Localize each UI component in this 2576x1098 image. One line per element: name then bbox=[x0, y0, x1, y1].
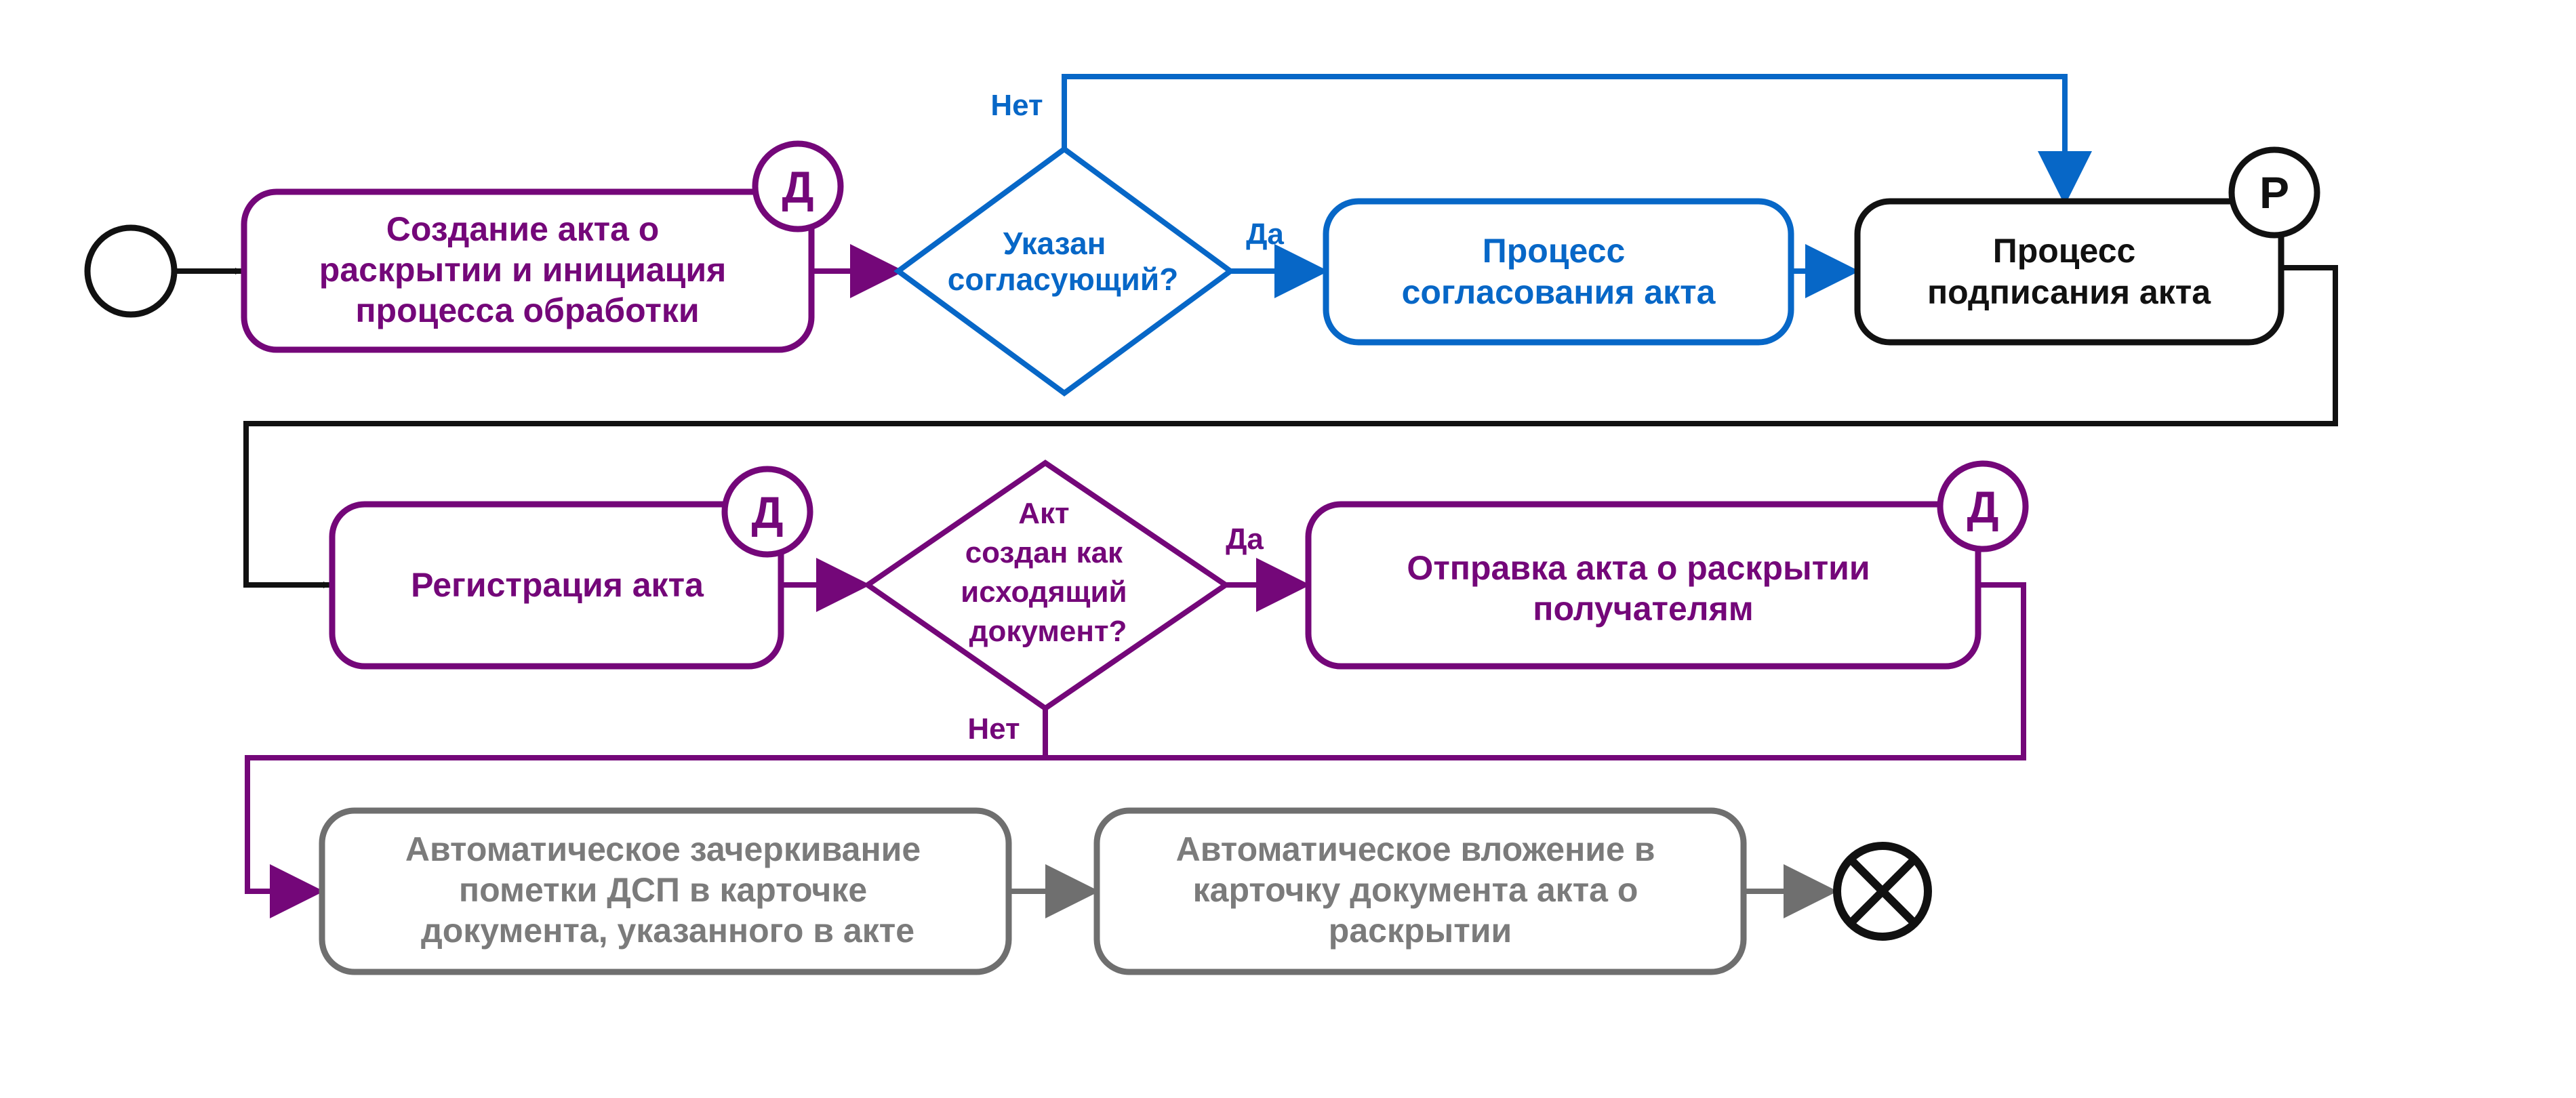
badge-d-send: Д bbox=[1937, 460, 2029, 552]
svg-text:Процесс подписания акта: Процесс подписания акта bbox=[1927, 232, 2211, 311]
gateway-outgoing-line-3: исходящий bbox=[961, 575, 1127, 609]
badge-r-signing-letter: Р bbox=[2259, 167, 2289, 218]
task-auto-attach-line-1: Автоматическое вложение в bbox=[1176, 830, 1655, 868]
task-auto-strike-line-1: Автоматическое зачеркивание bbox=[405, 830, 921, 868]
task-auto-strike-line-3: документа, указанного в акте bbox=[421, 912, 914, 950]
task-send-act-line-1: Отправка акта о раскрытии bbox=[1407, 549, 1870, 587]
task-create-act-line-2: раскрытии и инициация bbox=[319, 251, 727, 289]
task-send-act[interactable]: Отправка акта о раскрытии получателям Д bbox=[1305, 460, 2029, 670]
svg-text:Указан согласующий?: Указан согласующий? bbox=[948, 226, 1178, 297]
badge-d-register: Д bbox=[721, 466, 813, 558]
subprocess-signing-line-2: подписания акта bbox=[1927, 273, 2211, 311]
gateway-outgoing-line-2: создан как bbox=[965, 536, 1123, 569]
gateway-approver-line-1: Указан bbox=[1003, 226, 1106, 261]
edge-send-to-merge bbox=[1045, 582, 2026, 760]
label-outgoing-no: Нет bbox=[967, 712, 1020, 746]
badge-d-register-letter: Д bbox=[751, 487, 783, 537]
subprocess-signing[interactable]: Процесс подписания акта Р bbox=[1854, 146, 2320, 346]
subprocess-approval[interactable]: Процесс согласования акта bbox=[1323, 198, 1794, 346]
svg-text:Процесс согласования акт: Процесс согласования акта bbox=[1402, 232, 1716, 311]
label-approver-yes: Да bbox=[1246, 218, 1284, 251]
badge-d-send-letter: Д bbox=[1967, 482, 1998, 532]
task-create-act-line-3: процесса обработки bbox=[355, 291, 699, 329]
task-auto-strike[interactable]: Автоматическое зачеркивание пометки ДСП … bbox=[319, 807, 1012, 975]
start-event[interactable] bbox=[84, 224, 178, 318]
gateway-approver-line-2: согласующий? bbox=[948, 262, 1178, 297]
svg-text:Автоматическое вложение в: Автоматическое вложение в карточку докум… bbox=[1176, 830, 1665, 950]
gateway-outgoing-line-4: документ? bbox=[969, 615, 1127, 648]
badge-d-create-letter: Д bbox=[782, 162, 813, 212]
svg-text:Акт создан как исх: Акт создан как исходящий документ? bbox=[961, 497, 1135, 648]
edge-outgoing-no bbox=[245, 708, 1048, 918]
task-auto-attach-line-3: раскрытии bbox=[1329, 912, 1512, 950]
task-send-act-line-2: получателям bbox=[1533, 590, 1753, 628]
task-create-act-line-1: Создание акта о bbox=[386, 210, 660, 248]
edge-approver-no bbox=[1062, 74, 2092, 205]
end-event[interactable] bbox=[1833, 842, 1932, 941]
badge-d-create: Д bbox=[752, 140, 844, 232]
task-create-act[interactable]: Создание акта о раскрытии и инициация пр… bbox=[241, 140, 844, 353]
edges bbox=[176, 74, 2338, 918]
subprocess-approval-line-1: Процесс bbox=[1483, 232, 1626, 270]
terminate-cross-icon bbox=[1847, 856, 1918, 927]
svg-text:Отправка акта о раскрытии: Отправка акта о раскрытии получателям bbox=[1407, 549, 1879, 628]
task-auto-strike-line-2: пометки ДСП в карточке bbox=[459, 871, 867, 909]
label-outgoing-yes: Да bbox=[1226, 523, 1264, 556]
svg-text:Автоматическое зачеркивание: Автоматическое зачеркивание пометки ДСП … bbox=[405, 830, 930, 950]
badge-r-signing: Р bbox=[2228, 146, 2320, 239]
task-auto-attach[interactable]: Автоматическое вложение в карточку докум… bbox=[1093, 807, 1747, 975]
task-register-act[interactable]: Регистрация акта Д bbox=[329, 466, 813, 670]
subprocess-signing-line-1: Процесс bbox=[1993, 232, 2136, 270]
gateway-outgoing-line-1: Акт bbox=[1018, 497, 1069, 530]
task-register-act-line-1: Регистрация акта bbox=[411, 566, 704, 604]
label-approver-no: Нет bbox=[990, 89, 1043, 122]
svg-text:Создание акта о раскрыти: Создание акта о раскрытии и инициация пр… bbox=[319, 210, 736, 329]
subprocess-approval-line-2: согласования акта bbox=[1402, 273, 1716, 311]
gateway-outgoing[interactable]: Акт создан как исходящий документ? bbox=[862, 460, 1231, 712]
edge-signing-to-register bbox=[243, 265, 2338, 588]
gateway-approver[interactable]: Указан согласующий? bbox=[893, 146, 1235, 396]
task-auto-attach-line-2: карточку документа акта о bbox=[1193, 871, 1638, 909]
